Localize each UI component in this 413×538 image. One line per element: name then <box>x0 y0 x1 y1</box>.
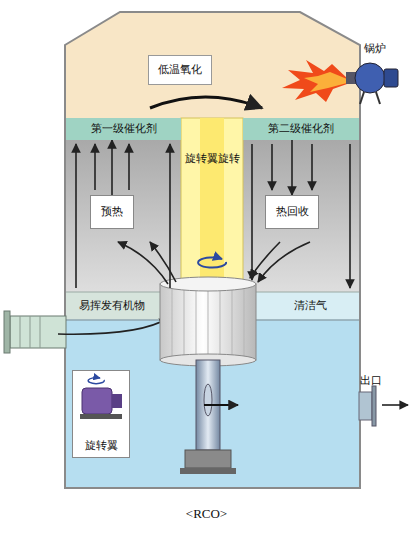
node-text: 旋转翼 <box>85 439 118 453</box>
flow-arrow <box>251 144 253 280</box>
flame-core <box>304 72 347 92</box>
burner-fan <box>384 69 398 87</box>
preheat-bed <box>66 140 181 292</box>
rotor-vane <box>184 290 185 360</box>
pipe-rib <box>40 316 41 348</box>
outlet-band: 清洁气 <box>262 292 359 320</box>
rotation-arrow <box>198 258 226 268</box>
flow-connector <box>291 140 293 195</box>
burner-leg <box>360 92 364 104</box>
flow-arrow <box>169 144 171 288</box>
outlet-label: 出口 <box>360 374 382 388</box>
process-box: 热回收 <box>265 195 319 229</box>
node-text: 旋转翼旋转 <box>185 152 240 166</box>
flow-connector <box>111 140 113 195</box>
catalyst-band: 第二级催化剂 <box>243 118 359 140</box>
node-text: 第二级催化剂 <box>268 122 334 136</box>
rotor-body <box>160 284 256 360</box>
burner-label: 锅炉 <box>364 42 386 56</box>
burner-body <box>355 63 385 93</box>
outlet-arrow <box>382 404 408 406</box>
rotor-vane <box>232 290 233 360</box>
flow-arrow <box>75 144 77 288</box>
rotor-column: 旋转翼旋转 <box>181 118 244 284</box>
burner-leg <box>376 92 380 104</box>
node-text: 热回收 <box>276 205 309 219</box>
node-text: 易挥发有机物 <box>79 299 145 313</box>
flow-arrow <box>311 144 313 190</box>
process-box: 预热 <box>90 195 134 229</box>
inlet-band <box>66 292 160 320</box>
flow-arrow <box>118 242 168 284</box>
motor <box>82 388 112 414</box>
flow-arrow <box>250 242 280 278</box>
node-text: 低温氧化 <box>158 63 202 77</box>
rotor-vane <box>208 291 209 360</box>
rotor-vane <box>172 288 173 360</box>
node-text: 清洁气 <box>294 299 327 313</box>
catalyst-band: 第一级催化剂 <box>66 118 181 140</box>
inlet-pipe <box>10 316 66 348</box>
recovery-bed <box>243 140 359 292</box>
oxidation-arrow <box>150 97 262 108</box>
motor-base <box>80 414 122 419</box>
flow-arrow <box>349 144 351 288</box>
flame <box>282 60 347 102</box>
housing <box>65 12 360 488</box>
flow-arrow <box>271 144 273 190</box>
clean-band <box>256 292 359 320</box>
flow-arrow <box>150 242 176 282</box>
shaft-slot <box>204 384 212 416</box>
inlet-band: 易挥发有机物 <box>66 292 158 320</box>
motor-box: 旋转翼 <box>72 370 130 458</box>
outlet-pipe <box>359 392 372 420</box>
base-foot <box>180 468 236 474</box>
flow-arrow <box>128 144 130 190</box>
process-box: 低温氧化 <box>148 55 212 85</box>
node-text: 第一级催化剂 <box>91 122 157 136</box>
inlet-flange <box>4 311 10 353</box>
motor-box <box>72 370 130 458</box>
shaft-arrow <box>204 404 238 406</box>
inlet-arrow <box>58 318 168 334</box>
rotor-vane <box>220 291 221 360</box>
rotor-vane <box>244 288 245 360</box>
center-column <box>181 118 243 284</box>
flow-arrow <box>258 242 310 282</box>
flow-arrow <box>94 144 96 190</box>
pipe-rib <box>30 316 31 348</box>
caption: <RCO> <box>0 506 413 522</box>
motor-rotation <box>88 378 104 384</box>
pipe-rib <box>20 316 21 348</box>
node-text: 预热 <box>101 205 123 219</box>
outlet-flange <box>372 386 376 426</box>
motor-end <box>112 394 122 408</box>
rotor-vane <box>196 291 197 360</box>
base <box>185 450 231 468</box>
